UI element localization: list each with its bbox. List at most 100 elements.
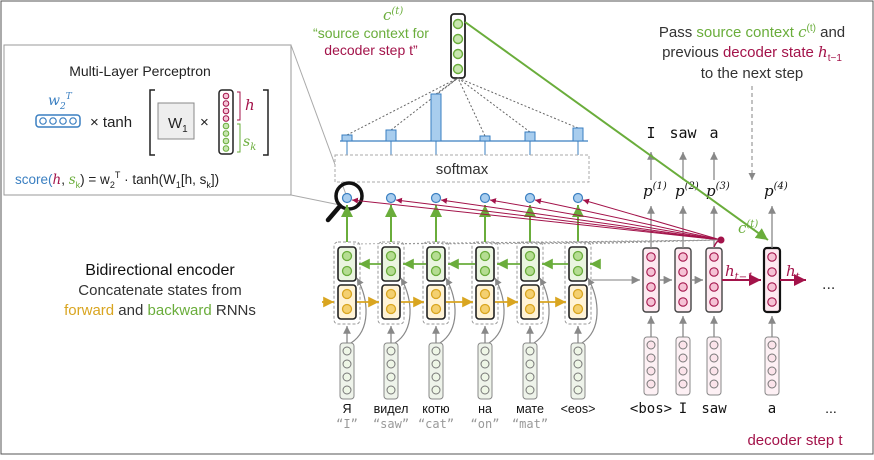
backward-unit: [385, 250, 397, 262]
decoder-unit: [678, 282, 688, 292]
embedding-unit: [573, 346, 583, 356]
prob-label: p(1): [643, 181, 667, 200]
forward-unit: [524, 303, 536, 315]
score-formula: score(h, sk) = w2T · tanh(W1[h, sk]): [15, 170, 219, 190]
context-cell: [452, 48, 464, 60]
h-t-label: ht: [786, 262, 801, 283]
decoder-unit: [646, 282, 656, 292]
decoder-unit: [709, 267, 719, 277]
decoder-ellipsis-top: ...: [822, 276, 835, 293]
w2t-cell: [49, 117, 57, 125]
key-line: [583, 239, 722, 245]
embedding-unit: [678, 379, 688, 389]
mlp-times: ×: [200, 114, 209, 131]
backward-unit: [479, 250, 491, 262]
embedding-unit: [525, 372, 535, 382]
embedding-unit: [646, 366, 656, 376]
w2t-vector: [35, 114, 81, 128]
backward-unit: [572, 265, 584, 277]
embedding-unit: [386, 359, 396, 369]
context-line1: “source context for: [313, 25, 429, 41]
forward-unit: [341, 303, 353, 315]
prob-label: p(3): [706, 181, 730, 200]
w1-matrix: [157, 102, 195, 140]
attention-bar: [430, 93, 442, 142]
embedding-unit: [525, 346, 535, 356]
backward-unit: [479, 265, 491, 277]
embedding-unit: [342, 359, 352, 369]
key-line: [535, 239, 722, 245]
decoder-unit: [678, 297, 688, 307]
decoder-unit: [767, 267, 777, 277]
backward-unit: [385, 265, 397, 277]
score-circle: [430, 192, 442, 204]
embedding-unit: [386, 385, 396, 395]
context-c: c(t): [383, 6, 403, 24]
embedding-unit: [480, 372, 490, 382]
backward-unit: [524, 250, 536, 262]
decoder-unit: [678, 252, 688, 262]
embedding-unit: [767, 340, 777, 350]
backward-unit: [524, 265, 536, 277]
sk-label: sk: [243, 134, 256, 153]
source-gloss: “cat”: [418, 417, 454, 431]
source-gloss: “saw”: [373, 417, 409, 431]
forward-unit: [572, 303, 584, 315]
embedding-unit: [342, 372, 352, 382]
score-circle: [385, 192, 397, 204]
source-gloss: “mat”: [512, 417, 548, 431]
forward-unit: [572, 288, 584, 300]
embedding-unit: [525, 359, 535, 369]
embedding-unit: [342, 346, 352, 356]
embedding-unit: [480, 346, 490, 356]
context-to-decoder-line: [464, 21, 769, 241]
decoder-step-label: decoder step t: [747, 432, 843, 449]
attention-bar: [572, 127, 584, 142]
weighted-sum-line: [457, 77, 579, 129]
mlp-box: Multi-Layer Perceptron w2T × tanh W1 × h…: [3, 44, 292, 196]
backward-unit: [430, 265, 442, 277]
mlp-title: Multi-Layer Perceptron: [69, 63, 211, 79]
forward-unit: [385, 288, 397, 300]
decoder-unit: [709, 282, 719, 292]
backward-unit: [341, 250, 353, 262]
embed-curve: [488, 277, 505, 344]
embed-curve: [581, 277, 598, 344]
attention-bar: [524, 131, 536, 142]
embedding-unit: [573, 372, 583, 382]
weighted-sum-line: [457, 77, 531, 133]
embed-curve: [533, 277, 550, 344]
context-line2: decoder step t”: [324, 42, 418, 58]
pass-line2: previous decoder state ht−1: [662, 43, 842, 64]
score-circle: [479, 192, 491, 204]
embedding-unit: [767, 379, 777, 389]
forward-unit: [479, 303, 491, 315]
decoder-unit: [646, 252, 656, 262]
source-token: на: [478, 402, 492, 416]
source-token: котю: [422, 402, 449, 416]
embedding-unit: [767, 353, 777, 363]
source-token: Я: [342, 402, 351, 416]
embed-curve: [350, 277, 367, 344]
embedding-unit: [678, 353, 688, 363]
softmax-box: [334, 154, 590, 183]
embedding-unit: [386, 372, 396, 382]
embedding-unit: [431, 385, 441, 395]
decoder-unit: [709, 297, 719, 307]
concat-cell: [222, 107, 230, 115]
decoder-unit: [767, 297, 777, 307]
forward-unit: [385, 303, 397, 315]
output-token: saw: [669, 124, 697, 142]
backward-unit: [572, 250, 584, 262]
pass-line1: Pass source context c(t) and: [659, 23, 845, 41]
decoder-input-token: saw: [701, 401, 727, 417]
score-circle: [572, 192, 584, 204]
embedding-unit: [342, 385, 352, 395]
w2t-cell: [59, 117, 67, 125]
weighted-sum-line: [390, 77, 459, 131]
key-line: [441, 239, 722, 245]
source-token: мате: [516, 402, 544, 416]
